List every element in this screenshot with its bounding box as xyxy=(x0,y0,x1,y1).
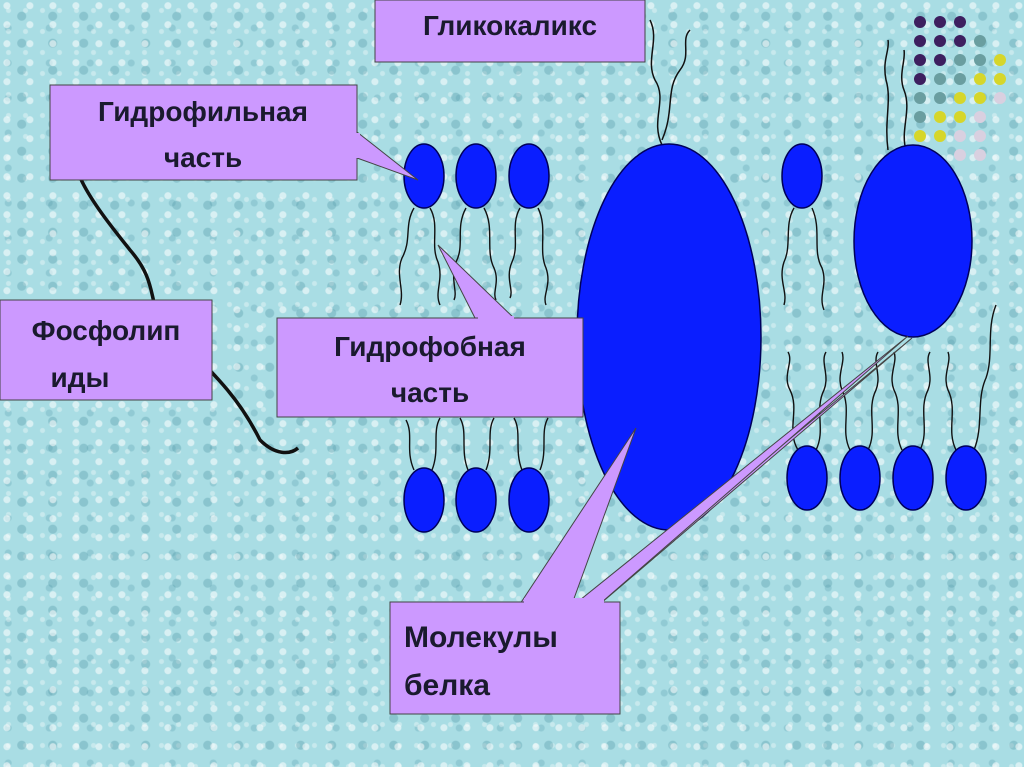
svg-text:белка: белка xyxy=(404,669,490,702)
svg-text:Фосфолип: Фосфолип xyxy=(32,315,181,346)
svg-text:часть: часть xyxy=(391,377,469,408)
callout-hydrophobic: Гидрофобная часть xyxy=(276,244,584,418)
callout-glycocalyx: Гликокаликс xyxy=(374,0,646,63)
phospholipid-heads-lower xyxy=(403,445,987,533)
svg-text:Гидрофильная: Гидрофильная xyxy=(98,96,308,127)
decorative-dot-grid xyxy=(914,16,1006,161)
phospholipid-heads-upper xyxy=(403,143,823,209)
callout-hydrophilic: Гидрофильная часть xyxy=(49,84,419,181)
svg-text:Гликокаликс: Гликокаликс xyxy=(423,10,597,41)
svg-text:часть: часть xyxy=(164,142,242,173)
protein-molecule-small xyxy=(853,144,973,338)
svg-text:иды: иды xyxy=(51,362,110,393)
glycocalyx-chains xyxy=(649,19,908,151)
callout-phospholipids: Фосфолип иды xyxy=(0,299,213,401)
callout-proteins: Молекулы белка xyxy=(389,335,913,715)
protein-molecule-large xyxy=(576,143,762,531)
svg-text:Молекулы: Молекулы xyxy=(404,621,558,654)
svg-text:Гидрофобная: Гидрофобная xyxy=(334,331,526,362)
